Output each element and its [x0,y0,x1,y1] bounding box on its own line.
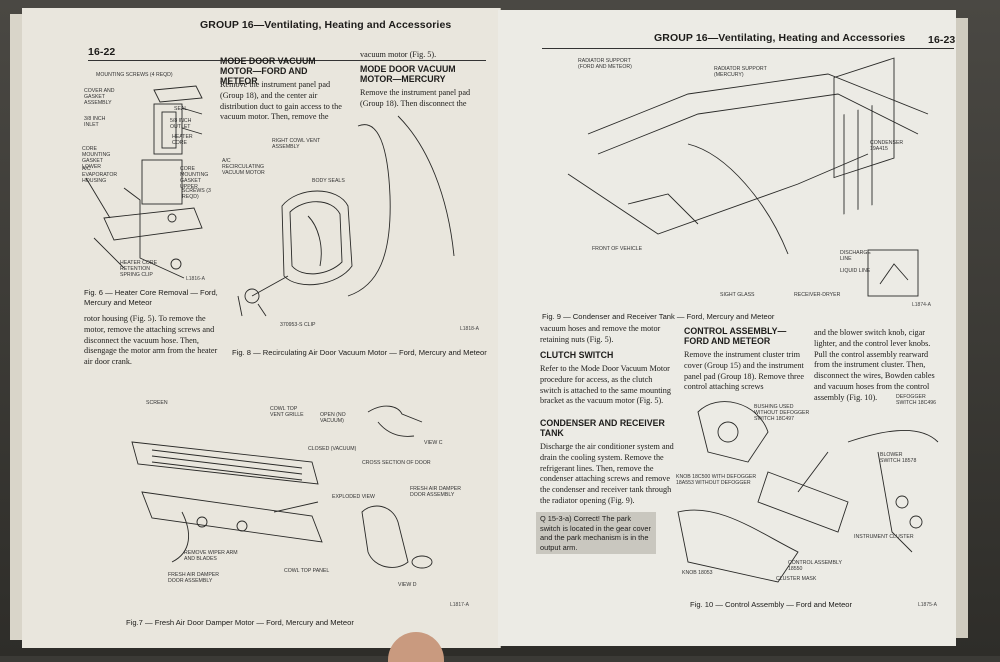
header-rule [542,48,954,49]
section-title-ford: MODE DOOR VACUUM MOTOR—FORD AND METEOR [220,56,316,86]
fig7-label: REMOVE WIPER ARM AND BLADES [184,550,238,562]
fig10-label: CLUSTER MASK [776,576,817,582]
fig7-label: FRESH AIR DAMPER DOOR ASSEMBLY [410,486,462,498]
fig8-label: RIGHT COWL VENT ASSEMBLY [272,138,321,150]
fig7-caption: Fig.7 — Fresh Air Door Damper Motor — Fo… [126,618,354,627]
fig7-label: COWL TOP VENT GRILLE [270,406,304,418]
fig10-label: KNOB 18C500 WITH DEFOGGER 18A553 WITHOUT… [676,474,757,486]
fig6-label: SCREWS (3 REQD) [182,188,211,200]
fig9-label: LIQUID LINE [840,268,871,274]
clutch-switch-text: Refer to the Mode Door Vacuum Motor proc… [540,364,671,406]
fig9-label: CONDENSER 19A415 [870,140,904,152]
fig7-label: VIEW D [398,582,417,588]
fig6-label: A/C EVAPORATOR HOUSING [82,166,118,184]
condenser-text: Discharge the air conditioner system and… [540,442,674,505]
fig10-label: INSTRUMENT CLUSTER [854,534,914,540]
control-assembly-title: CONTROL ASSEMBLY—FORD AND METEOR [684,326,787,346]
fig6-label: MOUNTING SCREWS (4 REQD) [96,72,173,78]
fig9-label: RADIATOR SUPPORT (MERCURY) [714,66,767,78]
control-assembly-text: Remove the instrument cluster trim cover… [684,350,805,392]
fig7-label: EXPLODED VIEW [332,494,375,500]
fig7-label: COWL TOP PANEL [284,568,330,574]
fig7-label: VIEW C [424,440,443,446]
right-page: GROUP 16—Ventilating, Heating and Access… [498,10,956,646]
fig9-condenser-diagram [567,57,929,297]
fig9-label: RECEIVER-DRYER [794,292,841,298]
fig7-label: CLOSED (VACUUM) [308,446,357,452]
fig10-caption: Fig. 10 — Control Assembly — Ford and Me… [690,600,853,609]
fig8-code: L1818-A [460,326,479,332]
fig8-caption: Fig. 8 — Recirculating Air Door Vacuum M… [232,348,487,357]
fig8-recirculating-door-diagram [237,115,455,317]
section-text-mercury: Remove the instrument panel pad (Group 1… [360,88,471,108]
fig7-label: FRESH AIR DAMPER DOOR ASSEMBLY [168,572,220,584]
col3-text: and the blower switch knob, cigar lighte… [814,328,935,402]
section-text-ford: Remove the instrument panel pad (Group 1… [220,80,342,122]
quiz-answer-box: Q 15-3-a) Correct! The park switch is lo… [536,512,656,555]
fig6-caption: Fig. 6 — Heater Core Removal — Ford, Mer… [84,288,218,307]
fig6-label: SEAL [174,106,188,112]
condenser-title: CONDENSER AND RECEIVER TANK [540,418,665,438]
fig10-label: BUSHING USED WITHOUT DEFOGGER SWITCH 18C… [754,404,810,422]
fig6-label: 3/8 INCH INLET [84,116,106,128]
clutch-switch-title: CLUTCH SWITCH [540,350,614,360]
fig7-label: OPEN (NO VACUUM) [320,412,346,424]
fig8-label: 370953-S CLIP [280,322,316,328]
col1-text: rotor housing (Fig. 5). To remove the mo… [84,314,218,367]
fig9-label: FRONT OF VEHICLE [592,246,643,252]
fig6-label: HEATER CORE RETENTION SPRING CLIP [120,260,158,278]
fig9-label: RADIATOR SUPPORT (FORD AND METEOR) [578,58,632,70]
fig10-label: BLOWER SWITCH 18578 [880,452,917,464]
fig7-label: CROSS SECTION OF DOOR [362,460,431,466]
col1-text-top: vacuum hoses and remove the motor retain… [540,324,661,344]
left-page: 16-22 GROUP 16—Ventilating, Heating and … [22,8,501,648]
fig7-code: L1817-A [450,602,469,608]
fig9-code: L1874-A [912,302,931,308]
fig7-damper-motor-diagram [131,405,433,569]
fig6-label: 5/8 INCH OUTLET [170,118,192,130]
fig10-label: DEFOGGER SWITCH 18C496 [896,394,937,406]
fig10-code: L1875-A [918,602,937,608]
section-title-mercury: MODE DOOR VACUUM MOTOR—MERCURY [360,64,456,84]
page-stack-right [952,18,968,638]
fig6-heater-core-diagram [85,85,203,279]
fig8-label: BODY SEALS [312,178,345,184]
group-header: GROUP 16—Ventilating, Heating and Access… [654,32,906,44]
fig7-label: SCREEN [146,400,168,406]
fig9-caption: Fig. 9 — Condenser and Receiver Tank — F… [542,312,775,321]
group-header: GROUP 16—Ventilating, Heating and Access… [200,19,452,31]
page-number: 16-23 [928,34,956,46]
fig10-control-assembly-diagram [677,401,939,583]
fig9-label: SIGHT GLASS [720,292,755,298]
fig6-label: HEATER CORE [172,134,193,146]
fig6-code: L1816-A [186,276,205,282]
fig8-label: A/C RECIRCULATING VACUUM MOTOR [222,158,265,176]
mercury-text-top: vacuum motor (Fig. 5). [360,50,437,59]
fig6-label: CORE MOUNTING GASKET LOWER [82,146,111,170]
header-rule [88,60,486,61]
page-number: 16-22 [88,46,116,58]
fig10-label: KNOB 18053 [682,570,713,576]
fig6-label: COVER AND GASKET ASSEMBLY [84,88,115,106]
fig6-label: CORE MOUNTING GASKET UPPER [180,166,209,190]
fig10-label: CONTROL ASSEMBLY 18550 [788,560,842,572]
fig9-label: DISCHARGE LINE [840,250,871,262]
